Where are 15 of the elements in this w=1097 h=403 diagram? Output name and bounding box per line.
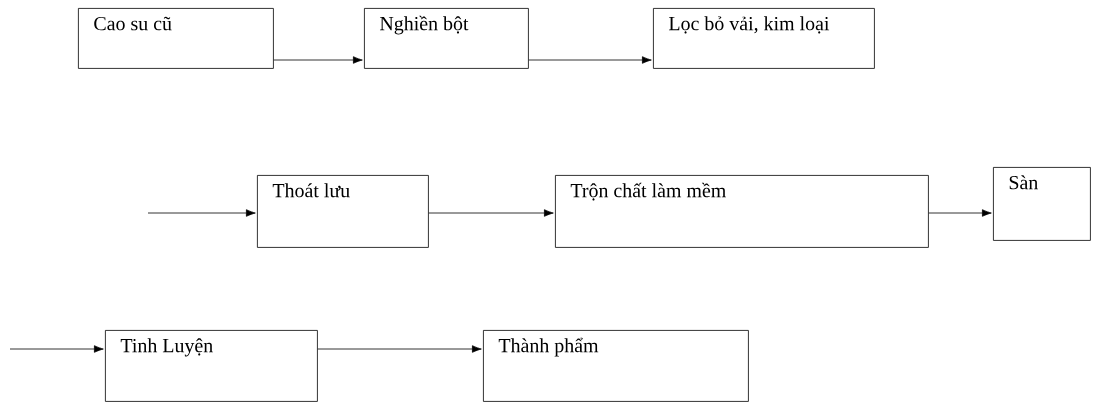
process-box: Cao su cũ xyxy=(78,8,274,69)
arrow xyxy=(928,209,992,217)
process-box: Lọc bỏ vải, kim loại xyxy=(653,8,875,69)
arrow xyxy=(273,56,363,64)
arrow xyxy=(147,209,256,217)
process-box: Tinh Luyện xyxy=(105,330,318,402)
arrow xyxy=(317,345,482,353)
arrow xyxy=(9,345,104,353)
arrow xyxy=(528,56,652,64)
process-box: Sàn xyxy=(993,167,1091,241)
arrow xyxy=(428,209,554,217)
process-box: Thành phẩm xyxy=(483,330,749,402)
process-box: Trộn chất làm mềm xyxy=(555,175,929,248)
process-box: Nghiền bột xyxy=(364,8,529,69)
process-box: Thoát lưu xyxy=(257,175,429,248)
